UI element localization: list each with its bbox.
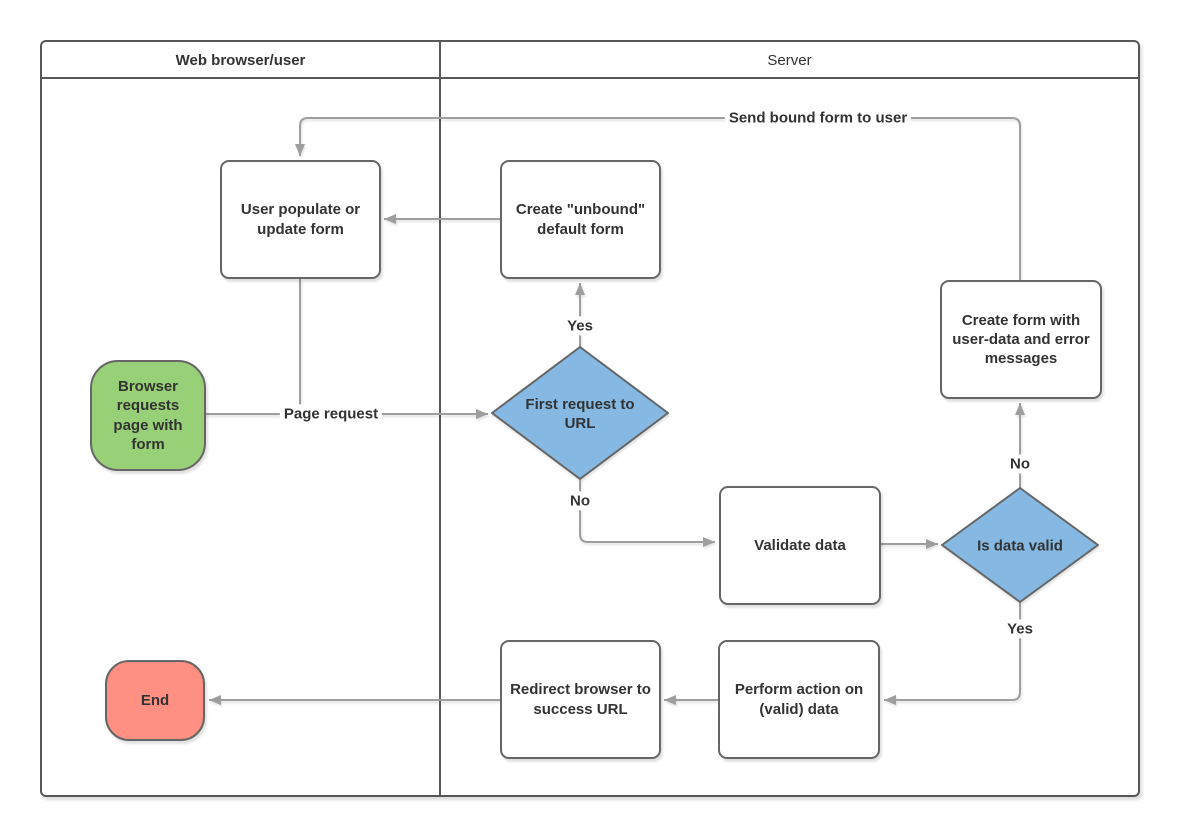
edge-label-is-valid-yes: Yes: [1003, 619, 1037, 639]
edge-is-valid-yes: [884, 602, 1021, 705]
swimlane-title-server: Server: [441, 42, 1138, 79]
decision-first-request-label: First request to URL: [525, 395, 635, 432]
node-perform-action: Perform action on (valid) data: [718, 640, 880, 759]
swimlane-server: Server: [441, 42, 1138, 795]
decision-is-data-valid-shape: [941, 487, 1099, 603]
node-browser-requests-page: Browser requests page with form: [90, 360, 206, 471]
node-create-form-with-errors: Create form with user-data and error mes…: [940, 280, 1102, 399]
node-validate-data: Validate data: [719, 486, 881, 605]
node-redirect-browser: Redirect browser to success URL: [500, 640, 661, 759]
edge-label-page-request: Page request: [279, 404, 383, 424]
edge-label-first-request-yes: Yes: [563, 316, 597, 336]
node-end: End: [105, 660, 205, 741]
swimlane-web-browser: Web browser/user: [42, 42, 441, 795]
edge-label-first-request-no: No: [566, 491, 594, 511]
node-user-populate-form: User populate or update form: [220, 160, 381, 279]
decision-first-request-shape: [491, 346, 669, 480]
decision-is-data-valid-label: Is data valid: [977, 537, 1063, 555]
node-create-unbound-form: Create "unbound" default form: [500, 160, 661, 279]
edge-label-send-bound-form: Send bound form to user: [724, 108, 912, 128]
edge-label-is-valid-no: No: [1006, 454, 1034, 474]
edge-send-bound-form: [295, 117, 1021, 280]
swimlane-title-web-browser: Web browser/user: [42, 42, 439, 79]
edge-first-request-no: [579, 479, 715, 547]
